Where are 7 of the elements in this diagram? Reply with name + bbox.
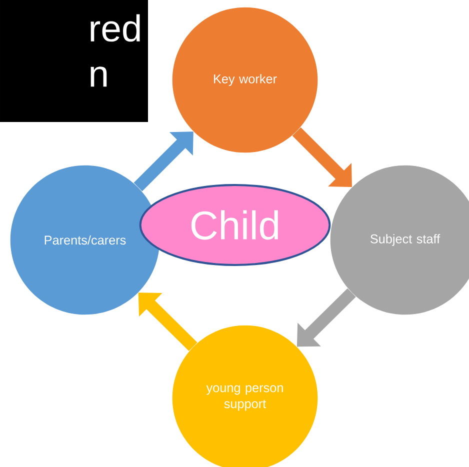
text-box: red n [0,0,148,122]
circle-node: Key worker [172,7,318,153]
block-arrow [138,292,198,352]
ellipse-node: Child [139,184,331,266]
block-arrow [134,132,194,192]
circle-node: Parents/carers [10,165,160,315]
block-arrow [292,127,352,187]
